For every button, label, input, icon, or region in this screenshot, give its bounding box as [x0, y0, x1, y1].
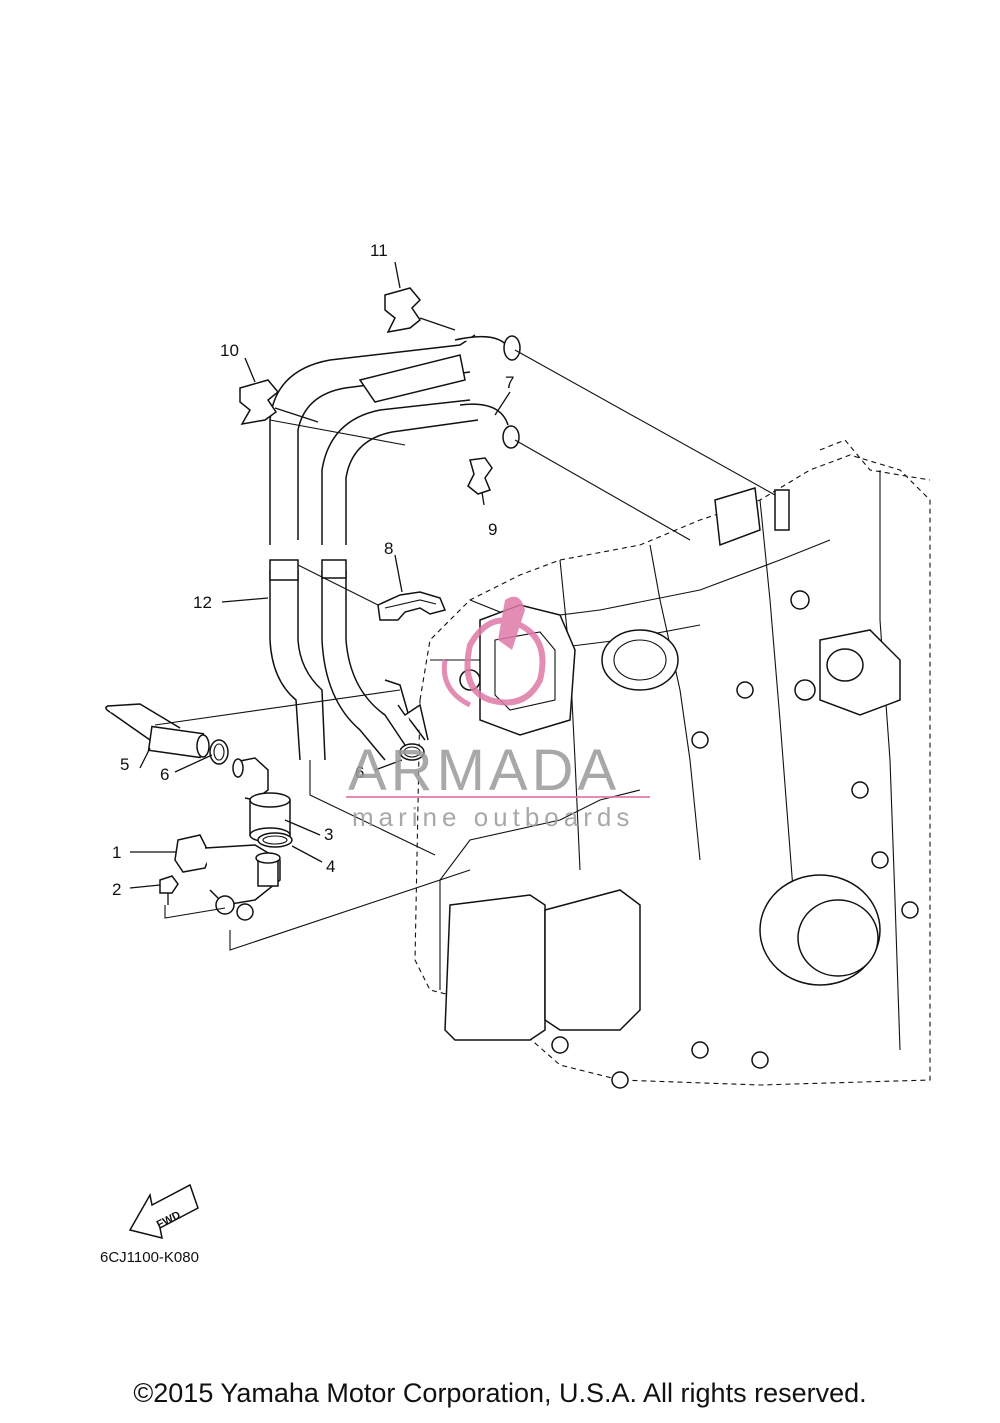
- hose-assembly: [105, 287, 521, 921]
- callout-4: 4: [326, 857, 335, 876]
- callout-9: 9: [488, 520, 497, 539]
- callout-6-right: 6: [355, 763, 364, 782]
- fwd-arrow: FWD: [128, 1183, 199, 1240]
- callout-12: 12: [193, 593, 212, 612]
- callout-8: 8: [384, 539, 393, 558]
- engine-block: [414, 439, 931, 1089]
- leader-lines: [129, 261, 776, 951]
- copyright-notice: ©2015 Yamaha Motor Corporation, U.S.A. A…: [133, 1378, 867, 1408]
- drawing-code: 6CJ1100-K080: [100, 1249, 199, 1266]
- armada-logo-icon: [441, 596, 546, 708]
- watermark-brand: ARMADA: [348, 738, 620, 803]
- watermark-tagline: marine outboards: [352, 802, 634, 832]
- callout-10: 10: [220, 341, 239, 360]
- armada-watermark: ARMADA marine outboards: [346, 596, 650, 832]
- callout-2: 2: [112, 880, 121, 899]
- callout-labels: 1 2 3 4 5 6 6 7 8 9 10 11 12: [112, 241, 514, 899]
- callout-7: 7: [505, 373, 514, 392]
- callout-5: 5: [120, 755, 129, 774]
- callout-11: 11: [370, 241, 388, 260]
- callout-1: 1: [112, 843, 121, 862]
- callout-6-left: 6: [160, 765, 169, 784]
- callout-3: 3: [324, 825, 333, 844]
